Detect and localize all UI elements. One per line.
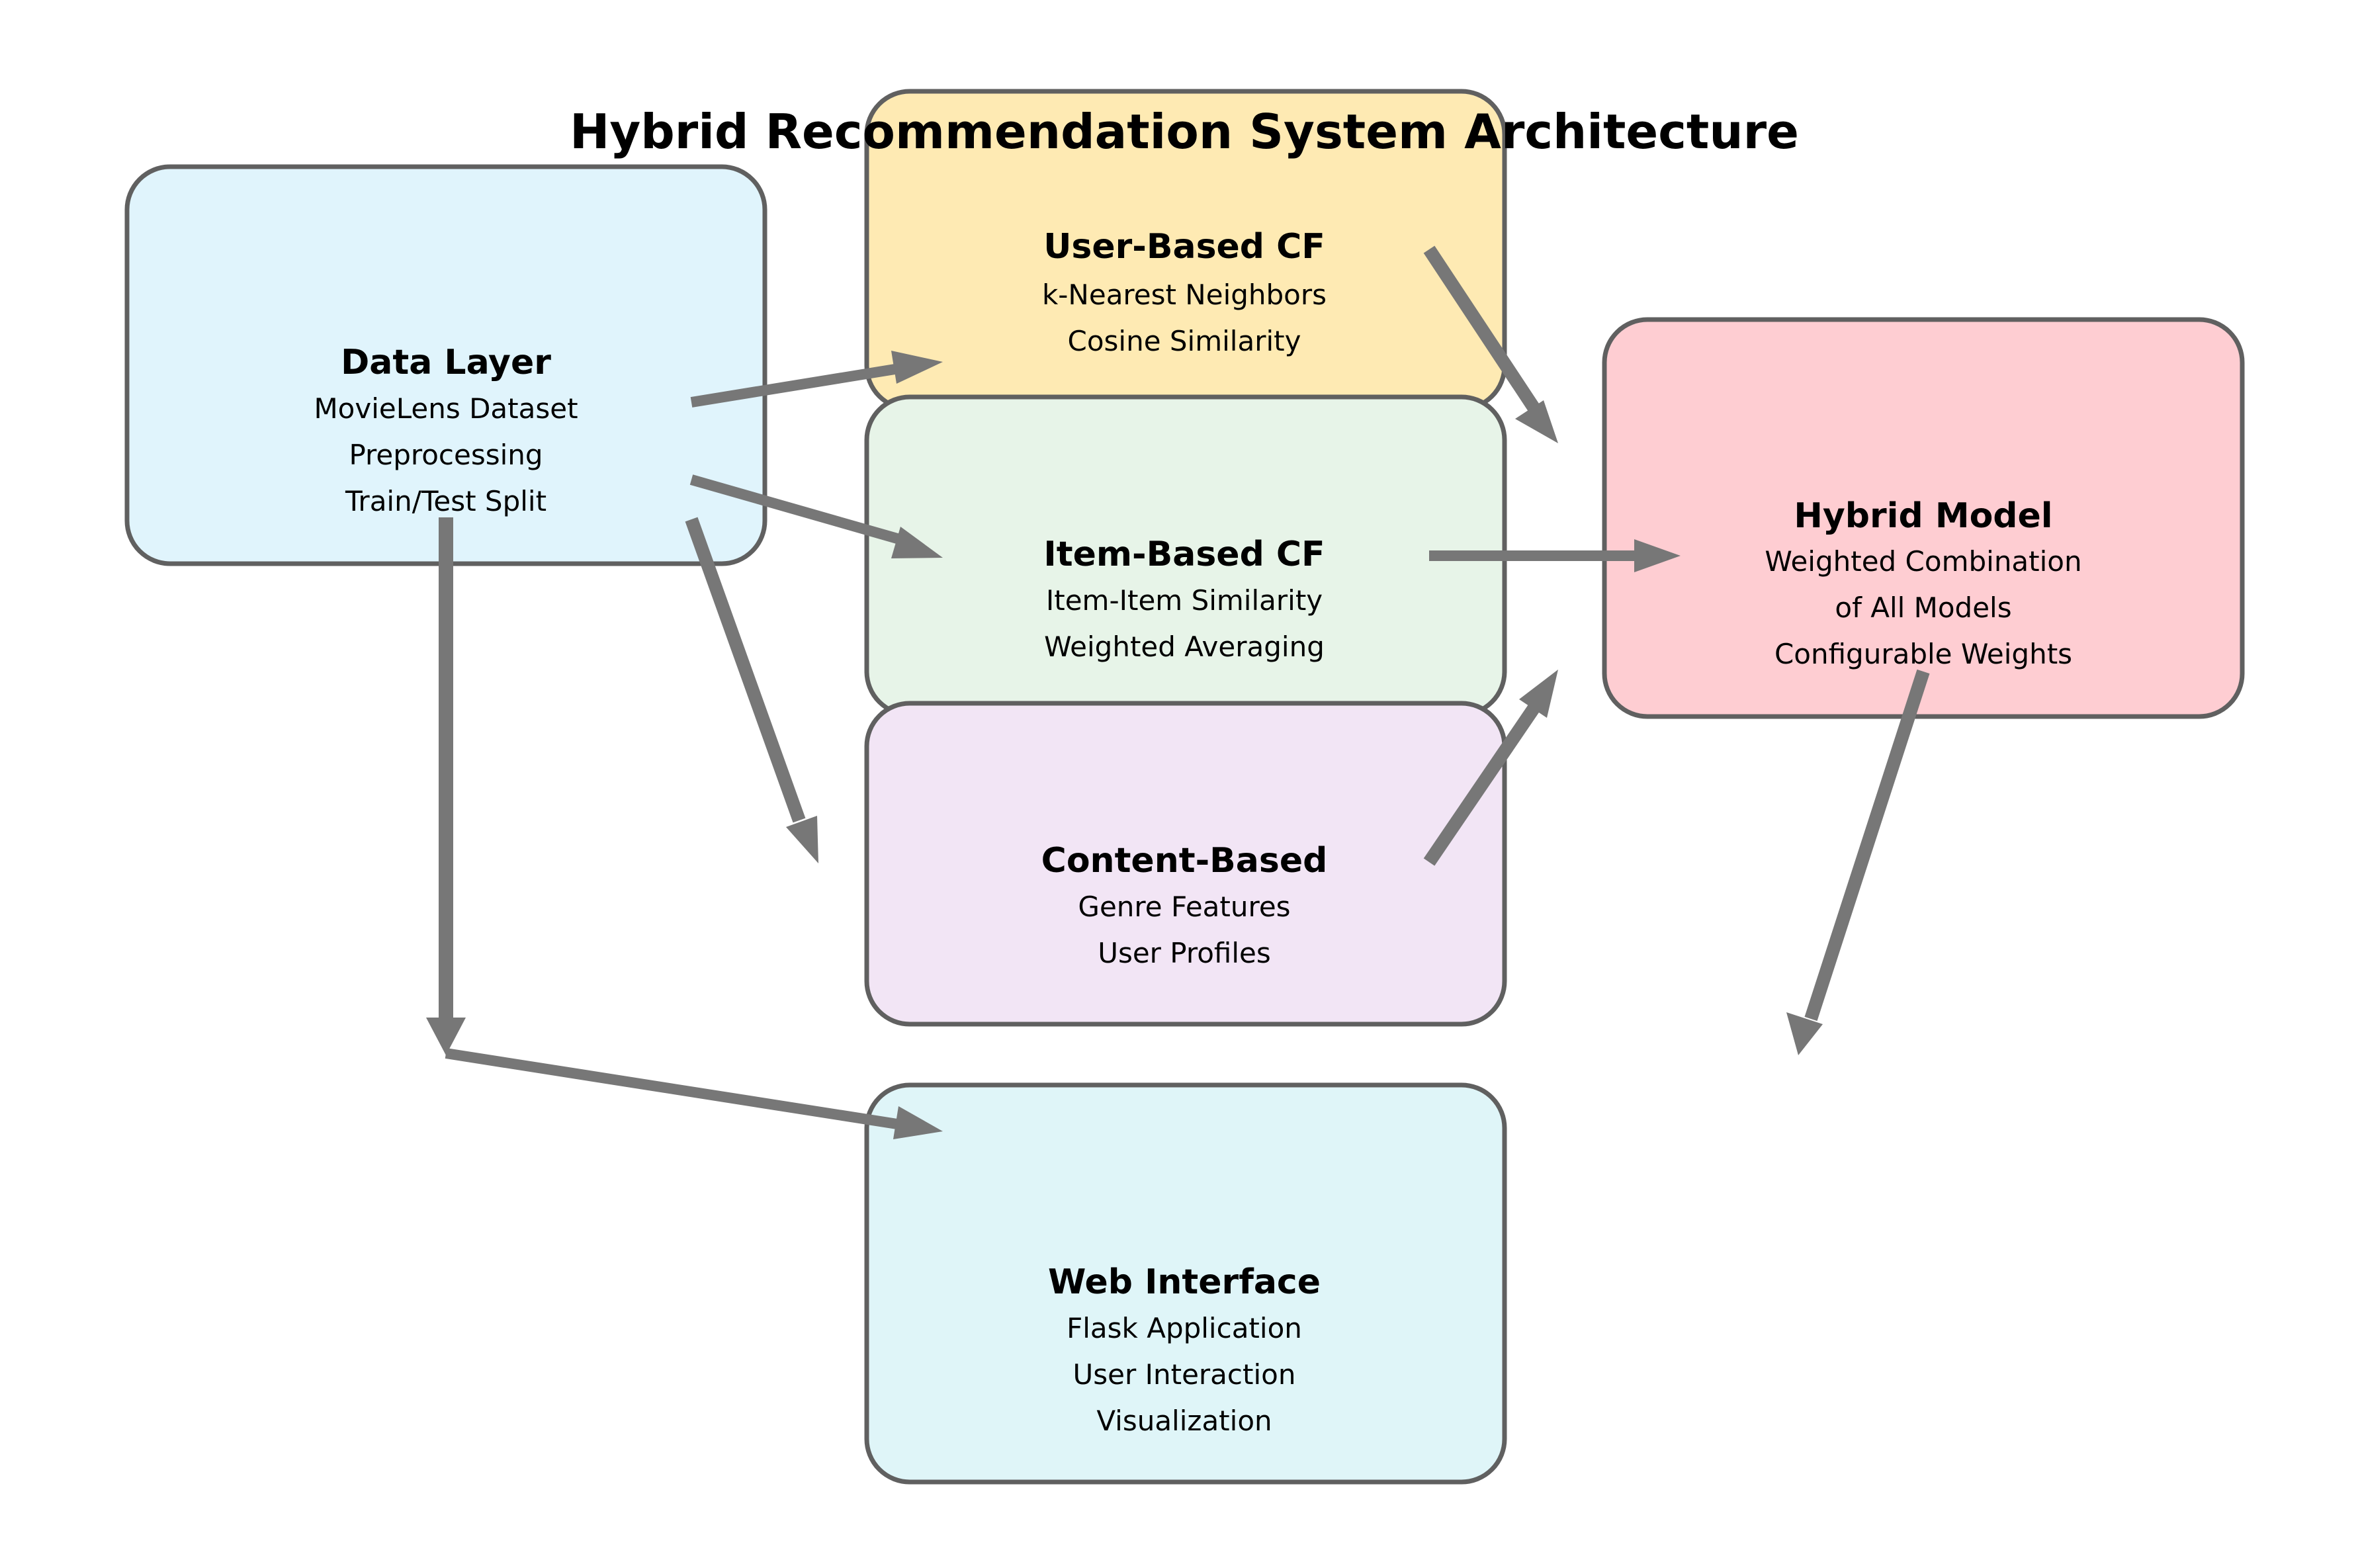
edge-data-to-web-horizontal — [445, 1048, 911, 1131]
node-web-interface-line-2: User Interaction — [1073, 1358, 1296, 1391]
edge-data-to-content-head — [786, 816, 818, 863]
diagram-title: Hybrid Recommendation System Architectur… — [570, 104, 1799, 159]
edges — [426, 245, 1930, 1139]
node-hybrid-model-line-1: Weighted Combination — [1765, 545, 2081, 578]
node-user-cf-line-2: Cosine Similarity — [1068, 325, 1301, 357]
node-content-based-line-1: Genre Features — [1078, 891, 1290, 923]
node-content-based: Content-Based Genre Features User Profil… — [864, 701, 1507, 1027]
node-item-cf-line-2: Weighted Averaging — [1044, 631, 1325, 663]
node-hybrid-model-box — [1602, 317, 2245, 719]
edge-data-to-web-horizontal-head — [893, 1106, 943, 1139]
node-user-cf-title: User-Based CF — [1043, 227, 1325, 267]
node-user-cf-line-1: k-Nearest Neighbors — [1042, 279, 1327, 311]
edge-content-to-hybrid-head — [1519, 670, 1558, 718]
edge-item-cf-to-hybrid-head — [1634, 539, 1681, 572]
node-user-cf: User-Based CF k-Nearest Neighbors Cosine… — [864, 89, 1507, 412]
edge-user-cf-to-hybrid — [1423, 245, 1542, 415]
edge-data-to-item-cf-head — [891, 527, 943, 558]
node-data-layer-title: Data Layer — [341, 343, 551, 382]
edge-user-cf-to-hybrid-head — [1515, 400, 1558, 443]
edge-data-to-user-cf — [690, 363, 904, 408]
edge-data-to-web-vertical-head — [426, 1018, 466, 1055]
node-data-layer-line-3: Train/Test Split — [345, 485, 547, 517]
edge-hybrid-to-web-head — [1786, 1012, 1823, 1055]
node-hybrid-model-line-3: Configurable Weights — [1774, 638, 2072, 670]
node-data-layer: Data Layer MovieLens Dataset Preprocessi… — [124, 164, 767, 566]
node-data-layer-line-1: MovieLens Dataset — [314, 392, 578, 425]
edge-content-to-hybrid — [1423, 701, 1542, 866]
edge-data-to-item-cf — [689, 474, 908, 546]
node-item-cf: Item-Based CF Item-Item Similarity Weigh… — [864, 394, 1507, 717]
edge-hybrid-to-web — [1804, 669, 1930, 1022]
node-web-interface-line-1: Flask Application — [1067, 1312, 1302, 1344]
edge-data-to-user-cf-head — [891, 351, 943, 384]
node-hybrid-model-title: Hybrid Model — [1794, 496, 2052, 536]
node-content-based-line-2: User Profiles — [1098, 937, 1271, 969]
node-data-layer-line-2: Preprocessing — [349, 439, 543, 471]
node-hybrid-model: Hybrid Model Weighted Combination of All… — [1602, 317, 2245, 719]
edge-data-to-content — [685, 517, 806, 823]
node-item-cf-title: Item-Based CF — [1043, 535, 1325, 574]
node-web-interface: Web Interface Flask Application User Int… — [864, 1082, 1507, 1485]
node-web-interface-box — [864, 1082, 1507, 1485]
node-web-interface-title: Web Interface — [1048, 1262, 1321, 1302]
node-web-interface-line-3: Visualization — [1096, 1405, 1272, 1437]
node-content-based-title: Content-Based — [1041, 841, 1328, 881]
node-hybrid-model-line-2: of All Models — [1835, 591, 2011, 624]
node-item-cf-line-1: Item-Item Similarity — [1046, 584, 1323, 617]
node-content-based-box — [864, 701, 1507, 1027]
